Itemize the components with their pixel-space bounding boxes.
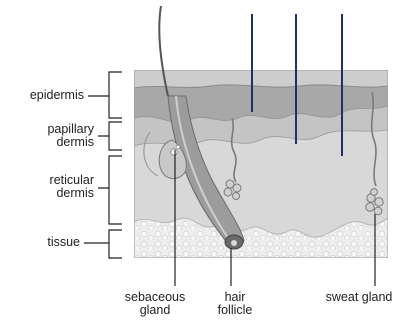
bracket-tissue (84, 230, 122, 258)
bracket-reticular-dermis (98, 156, 122, 224)
label-epidermis: epidermis (4, 89, 84, 102)
label-papillary-line2: dermis (4, 136, 94, 149)
label-epidermis-text: epidermis (30, 88, 84, 102)
label-sweat-gland: sweat gland (314, 291, 404, 304)
label-sebaceous-gland: sebaceous gland (115, 291, 195, 317)
label-tissue-text: tissue (47, 235, 80, 249)
label-sweat-gland-text: sweat gland (326, 290, 393, 304)
layer-brackets (84, 72, 122, 258)
label-reticular-line2: dermis (4, 187, 94, 200)
label-tissue: tissue (4, 236, 80, 249)
label-sebaceous-line2: gland (115, 304, 195, 317)
label-hair-follicle: hair follicle (205, 291, 265, 317)
label-reticular-dermis: reticular dermis (4, 174, 94, 200)
bracket-epidermis (88, 72, 122, 118)
label-papillary-dermis: papillary dermis (4, 123, 94, 149)
bracket-papillary-dermis (98, 122, 122, 150)
label-hair-line2: follicle (205, 304, 265, 317)
